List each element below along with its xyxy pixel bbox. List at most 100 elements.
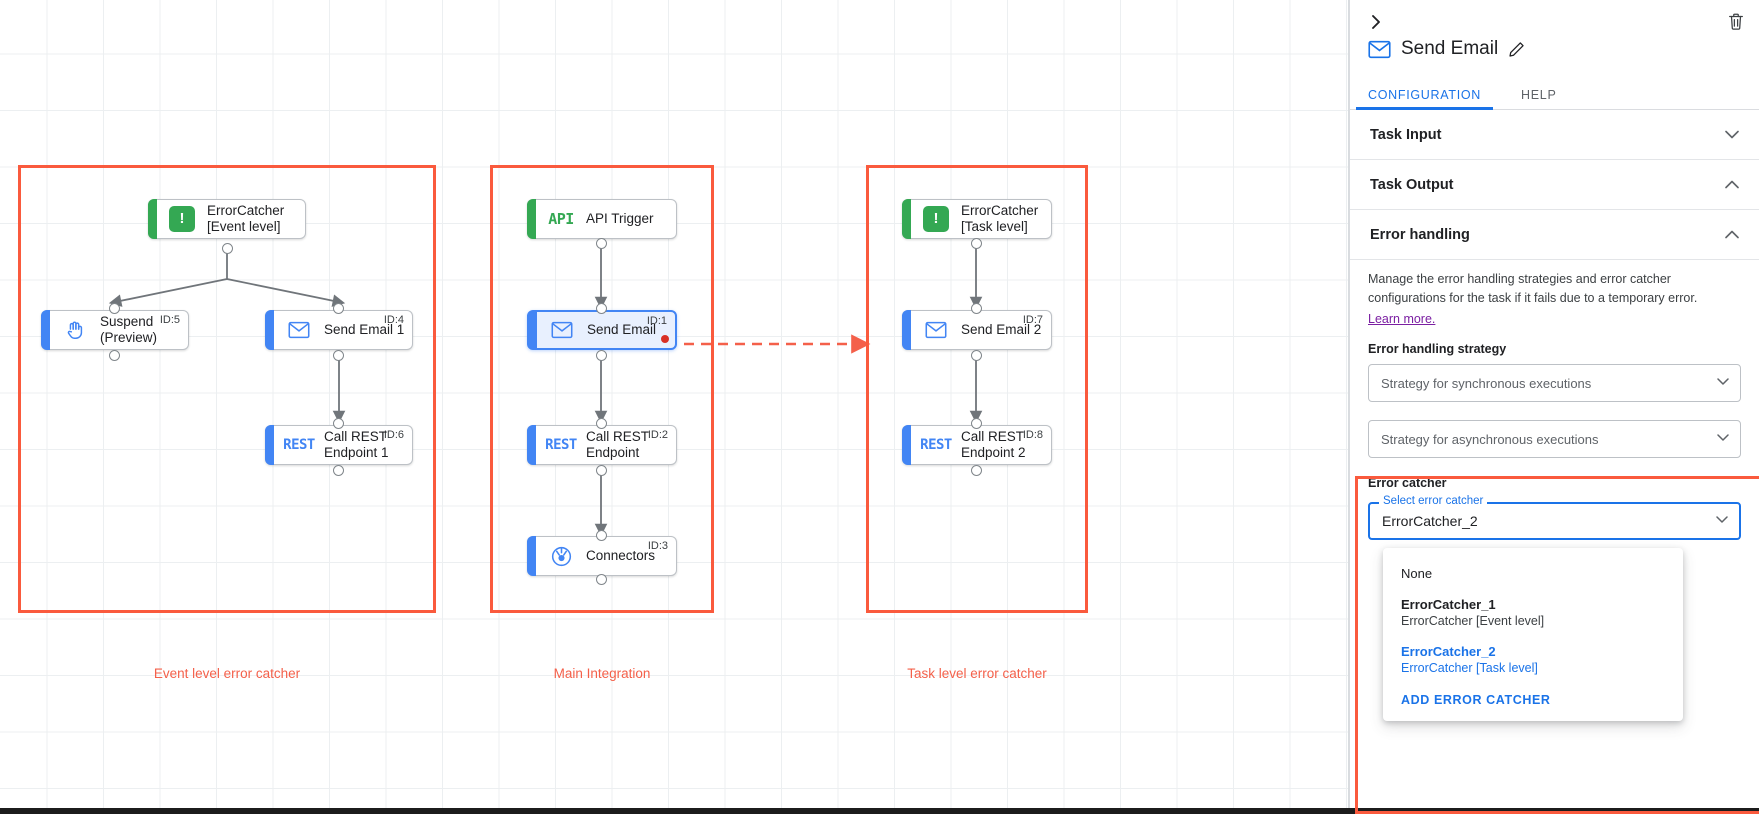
node-id-label: ID:2 [647,429,668,441]
node-port-out[interactable] [971,350,982,361]
node-call-rest-endpoint-2[interactable]: REST Call REST Endpoint 2 ID:8 [902,425,1052,465]
tab-help[interactable]: HELP [1521,88,1557,102]
dropdown-option-errorcatcher-1[interactable]: ErrorCatcher_1 ErrorCatcher [Event level… [1383,589,1683,636]
tab-configuration[interactable]: CONFIGURATION [1355,88,1494,110]
section-task-input[interactable]: Task Input [1350,110,1759,160]
node-port-out[interactable] [333,465,344,476]
node-connectors[interactable]: Connectors ID:3 [527,536,677,576]
error-catcher-label: Error catcher [1368,476,1447,491]
node-send-email-2[interactable]: Send Email 2 ID:7 [902,310,1052,350]
error-catcher-dropdown-menu[interactable]: None ErrorCatcher_1 ErrorCatcher [Event … [1383,548,1683,721]
node-accent-bar [265,310,274,350]
node-port-out[interactable] [596,574,607,585]
node-accent-bar [265,425,274,465]
node-title: ErrorCatcher [Event level] [207,203,285,234]
node-title: API Trigger [586,211,654,227]
rest-icon: REST [545,437,577,453]
node-id-label: ID:6 [383,429,404,441]
node-accent-bar [527,199,536,239]
option-label: ErrorCatcher_2 [1401,644,1496,659]
node-title: Call REST Endpoint 1 [324,429,389,460]
envelope-icon [547,315,577,345]
node-port-in[interactable] [971,303,982,314]
sync-strategy-select[interactable]: Strategy for synchronous executions [1368,364,1741,403]
error-handling-strategy-label: Error handling strategy [1368,342,1507,357]
node-port-out[interactable] [333,350,344,361]
node-accent-bar [41,310,50,350]
node-port-in[interactable] [596,530,607,541]
node-title: Connectors [586,548,656,564]
node-port-in[interactable] [971,418,982,429]
node-title: Call REST Endpoint 2 [961,429,1026,460]
node-call-rest-endpoint[interactable]: REST Call REST Endpoint ID:2 [527,425,677,465]
node-port-in[interactable] [333,418,344,429]
panel-tabs: CONFIGURATION HELP [1350,78,1759,110]
node-send-email-1[interactable]: Send Email 1 ID:4 [265,310,413,350]
node-port-out[interactable] [596,350,607,361]
node-accent-bar [527,536,536,576]
node-title: Send Email [587,322,657,338]
caption-event-level-error-catcher: Event level error catcher [153,666,301,681]
section-title: Task Output [1370,176,1454,193]
node-title: Send Email 2 [961,322,1042,338]
section-error-handling[interactable]: Error handling [1350,210,1759,260]
node-port-out[interactable] [222,243,233,254]
node-port-in[interactable] [596,303,607,314]
node-title: Call REST Endpoint [586,429,650,460]
node-suspend[interactable]: Suspend (Preview) ID:5 [41,310,189,350]
caption-task-level-error-catcher: Task level error catcher [907,666,1047,681]
page-title: Send Email [1401,38,1499,59]
rest-icon: REST [920,437,952,453]
trash-icon[interactable] [1723,8,1749,34]
option-sublabel: ErrorCatcher [Task level] [1401,661,1538,675]
connectors-icon [546,541,576,571]
envelope-icon [1368,40,1391,59]
rest-icon: REST [283,437,315,453]
node-port-out[interactable] [109,350,120,361]
learn-more-link[interactable]: Learn more. [1368,311,1436,326]
bottom-strip [0,808,1759,814]
node-accent-bar [902,425,911,465]
node-port-out[interactable] [971,238,982,249]
async-strategy-select[interactable]: Strategy for asynchronous executions [1368,420,1741,459]
group-box-event-level [18,165,436,613]
node-call-rest-endpoint-1[interactable]: REST Call REST Endpoint 1 ID:6 [265,425,413,465]
node-id-label: ID:3 [647,540,668,552]
node-error-catcher-task-level[interactable]: ! ErrorCatcher [Task level] [902,199,1052,239]
envelope-icon [921,315,951,345]
async-strategy-value: Strategy for asynchronous executions [1381,431,1599,447]
node-error-catcher-event-level[interactable]: ! ErrorCatcher [Event level] [148,199,306,239]
chevron-up-icon [1725,228,1739,242]
error-handling-body: Manage the error handling strategies and… [1350,260,1759,541]
node-accent-bar [148,199,157,239]
node-id-label: ID:5 [159,314,180,326]
node-accent-bar [527,425,536,465]
error-catcher-select[interactable]: Select error catcher ErrorCatcher_2 [1368,495,1741,541]
node-id-label: ID:1 [646,315,667,327]
dropdown-option-none[interactable]: None [1383,558,1683,589]
error-catcher-icon: ! [921,204,951,234]
error-catcher-float-label: Select error catcher [1379,495,1488,508]
node-port-in[interactable] [333,303,344,314]
chevron-right-icon[interactable] [1362,8,1390,36]
chevron-down-icon [1717,434,1729,445]
chevron-down-icon [1716,516,1728,527]
node-port-in[interactable] [109,303,120,314]
option-label: ErrorCatcher_1 [1401,597,1496,612]
node-port-out[interactable] [596,238,607,249]
node-send-email[interactable]: Send Email ID:1 [527,310,677,350]
node-port-out[interactable] [971,465,982,476]
dropdown-option-errorcatcher-2[interactable]: ErrorCatcher_2 ErrorCatcher [Task level] [1383,636,1683,683]
node-port-out[interactable] [596,465,607,476]
node-api-trigger[interactable]: API API Trigger [527,199,677,239]
node-port-in[interactable] [596,418,607,429]
api-icon: API [548,210,574,228]
panel-header: Send Email [1350,0,1759,78]
add-error-catcher-button[interactable]: ADD ERROR CATCHER [1401,693,1551,707]
pencil-icon[interactable] [1508,41,1525,58]
option-sublabel: ErrorCatcher [Event level] [1401,614,1545,628]
section-task-output[interactable]: Task Output [1350,160,1759,210]
node-title: Send Email 1 [324,322,405,338]
workflow-canvas[interactable]: ! ErrorCatcher [Event level] Suspend (Pr… [0,0,1349,814]
error-catcher-selected-value: ErrorCatcher_2 [1382,513,1478,530]
